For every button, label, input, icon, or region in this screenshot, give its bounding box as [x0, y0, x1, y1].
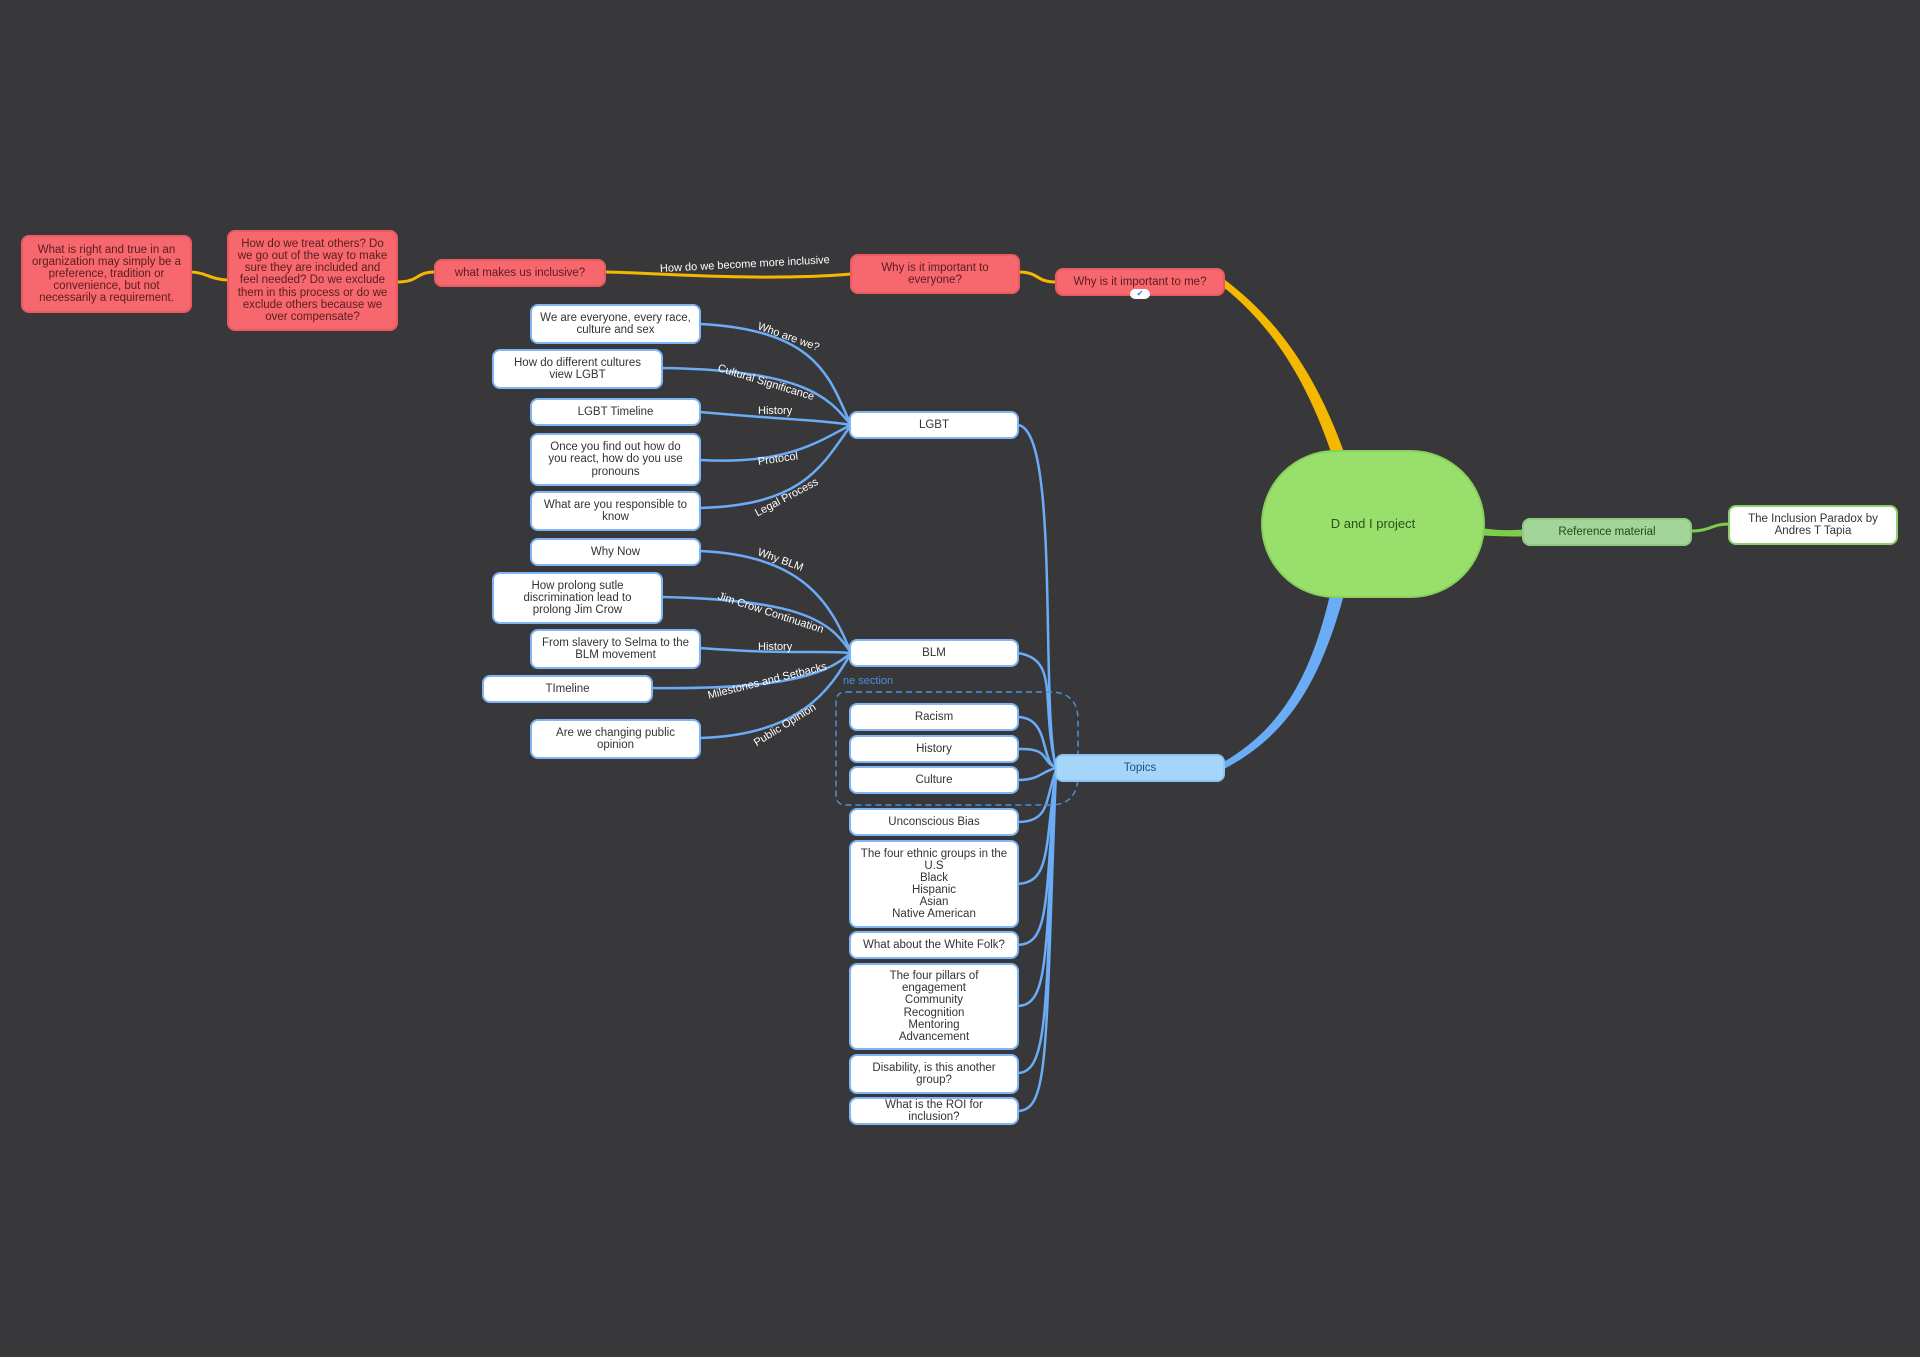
reference-book-node[interactable]: The Inclusion Paradox by Andres T Tapia [1728, 505, 1898, 545]
edge-label-become-inclusive: How do we become more inclusive [659, 254, 831, 275]
topics-node[interactable]: Topics [1055, 754, 1225, 782]
edge-label-cultural: Cultural Significance [716, 362, 816, 404]
edge-topics-pillars [1017, 769, 1058, 1008]
edge-topics-blm [1017, 651, 1058, 769]
topic-unconscious-bias[interactable]: Unconscious Bias [849, 808, 1019, 836]
lgbt-child-protocol[interactable]: Once you find out how do you react, how … [530, 433, 701, 486]
topic-four-pillars[interactable]: The four pillars of engagement Community… [849, 963, 1019, 1050]
edge-label-legal: Legal Process [753, 475, 821, 520]
branch-root-reference [1482, 528, 1526, 537]
lgbt-child-history[interactable]: LGBT Timeline [530, 398, 701, 426]
check-icon: ✔︎ [1130, 289, 1150, 299]
lgbt-child-legal[interactable]: What are you responsible to know [530, 491, 701, 531]
topic-roi[interactable]: What is the ROI for inclusion? [849, 1097, 1019, 1125]
blm-child-milestones[interactable]: TImeline [482, 675, 653, 703]
edge-label-blm-history: History [758, 641, 793, 653]
root-node[interactable]: D and I project [1261, 450, 1485, 598]
topic-white-folk[interactable]: What about the White Folk? [849, 931, 1019, 959]
edge-topics-bias [1017, 769, 1058, 824]
blm-node[interactable]: BLM [849, 639, 1019, 667]
lgbt-child-who[interactable]: We are everyone, every race, culture and… [530, 304, 701, 344]
edge-label-protocol: Protocol [757, 450, 799, 468]
edge-whyme-whyeveryone [1017, 270, 1057, 284]
edge-topics-culture [1017, 766, 1057, 782]
how-do-we-treat-others-node[interactable]: How do we treat others? Do we go out of … [227, 230, 398, 331]
edge-whyeveryone-inclusive [604, 270, 852, 279]
branch-reference-book [1689, 522, 1731, 533]
branch-root-why [1222, 280, 1345, 455]
section-item-history[interactable]: History [849, 735, 1019, 763]
edge-topics-history [1017, 747, 1057, 770]
blm-child-jimcrow[interactable]: How prolong sutle discrimination lead to… [492, 572, 663, 624]
lgbt-child-cultural[interactable]: How do different cultures view LGBT [492, 349, 663, 389]
edge-topics-ethnic [1017, 769, 1058, 886]
why-me-label: Why is it important to me? [1073, 275, 1207, 288]
blm-child-opinion[interactable]: Are we changing public opinion [530, 719, 701, 759]
section-item-racism[interactable]: Racism [849, 703, 1019, 731]
edge-inclusive-treat [396, 270, 436, 284]
what-is-right-node[interactable]: What is right and true in an organizatio… [21, 235, 192, 313]
edge-topics-lgbt [1017, 423, 1058, 769]
edge-label-lgbt-history: History [758, 405, 793, 417]
edge-label-why-blm: Why BLM [755, 546, 805, 574]
section-boundary-label: ne section [843, 675, 894, 687]
edge-label-jimcrow: Jim Crow Continuation [716, 590, 826, 636]
edge-label-opinion: Public Opinion [751, 701, 819, 750]
edge-topics-roi [1017, 769, 1058, 1113]
edge-label-milestones: Milestones and Setbacks [706, 660, 829, 702]
topic-disability[interactable]: Disability, is this another group? [849, 1054, 1019, 1094]
blm-child-why[interactable]: Why Now [530, 538, 701, 566]
edge-label-who-are-we: Who are we? [755, 320, 821, 354]
edge-treat-right [189, 270, 229, 282]
branch-root-topics [1220, 595, 1344, 770]
lgbt-node[interactable]: LGBT [849, 411, 1019, 439]
section-item-culture[interactable]: Culture [849, 766, 1019, 794]
what-makes-us-inclusive-node[interactable]: what makes us inclusive? [434, 259, 606, 287]
blm-child-history[interactable]: From slavery to Selma to the BLM movemen… [530, 629, 701, 669]
reference-material-node[interactable]: Reference material [1522, 518, 1692, 546]
edge-topics-disability [1017, 769, 1058, 1075]
edge-topics-racism [1017, 715, 1057, 770]
why-important-to-everyone-node[interactable]: Why is it important to everyone? [850, 254, 1020, 294]
topic-ethnic-groups[interactable]: The four ethnic groups in the U.S Black … [849, 840, 1019, 928]
edge-topics-whitefolk [1017, 769, 1058, 947]
